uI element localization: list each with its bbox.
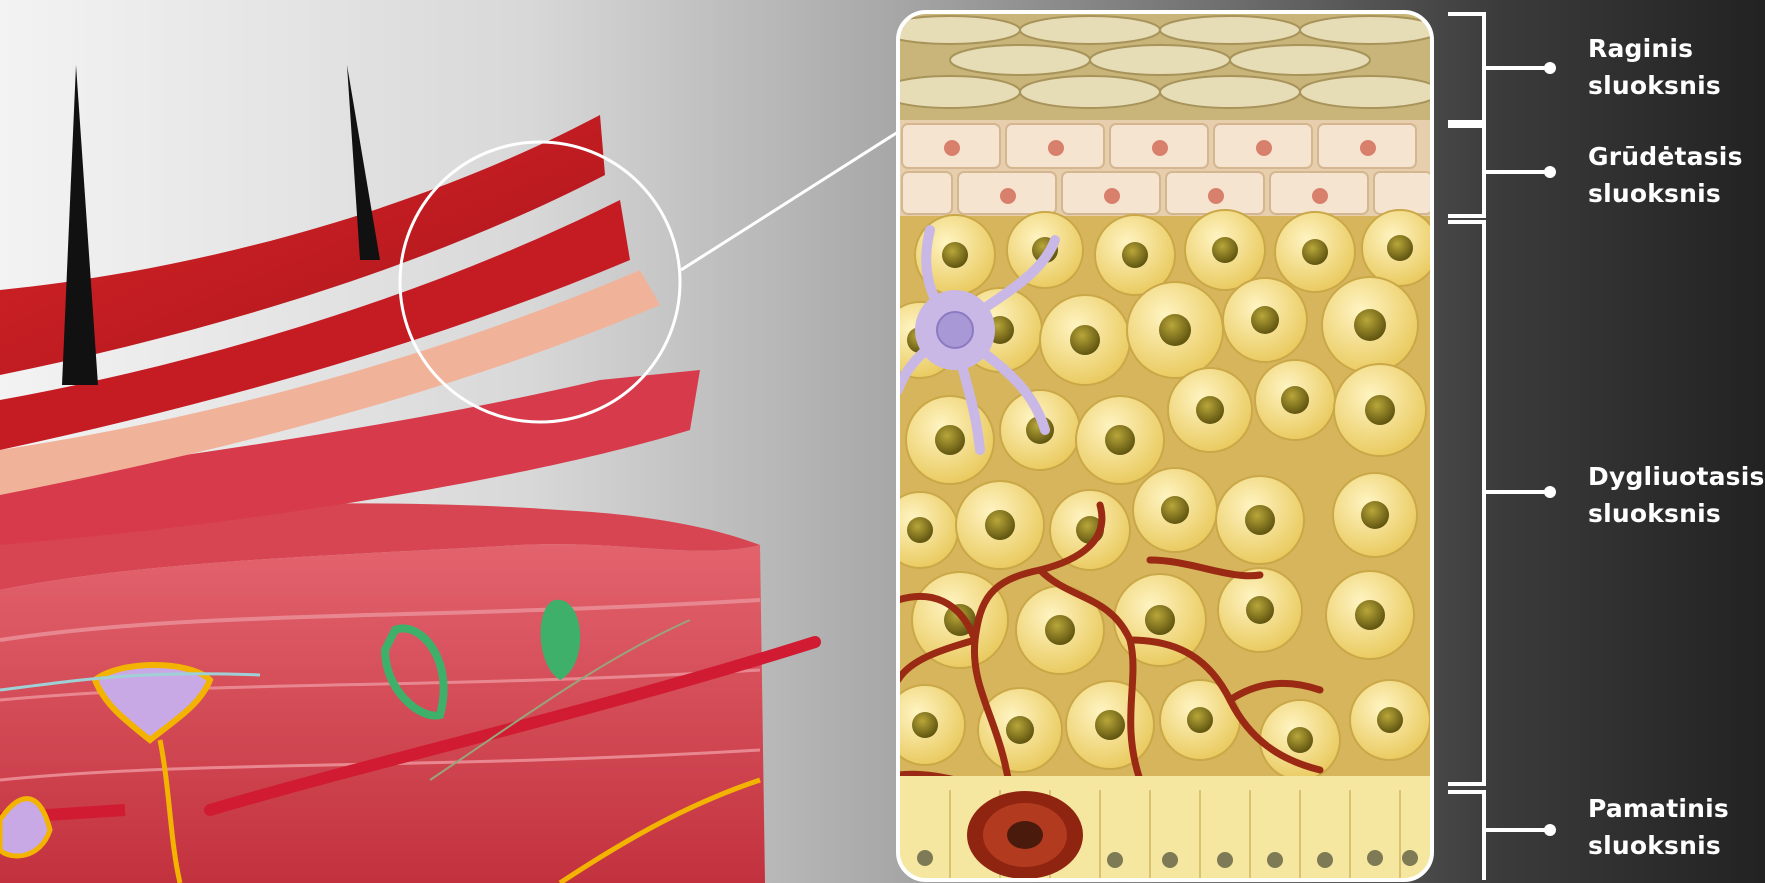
label-line: sluoksnis: [1588, 175, 1743, 212]
basal-layer: [898, 776, 1432, 880]
spinous-layer: [882, 210, 1438, 790]
label-line: sluoksnis: [1588, 495, 1765, 532]
label-line: sluoksnis: [1588, 827, 1729, 864]
bracket-dots: [1544, 62, 1556, 836]
epidermis-panel: [880, 12, 1440, 880]
granular-layer: [898, 120, 1432, 216]
label-dygliuotasis: Dygliuotasis sluoksnis: [1588, 458, 1765, 532]
skin-block: [0, 65, 815, 883]
label-grudetasis: Grūdėtasis sluoksnis: [1588, 138, 1743, 212]
label-line: Raginis: [1588, 30, 1721, 67]
corneum-layer: [880, 12, 1440, 120]
label-pamatinis: Pamatinis sluoksnis: [1588, 790, 1729, 864]
melanocyte: [967, 791, 1083, 879]
label-raginis: Raginis sluoksnis: [1588, 30, 1721, 104]
label-line: sluoksnis: [1588, 67, 1721, 104]
label-line: Dygliuotasis: [1588, 458, 1765, 495]
layer-brackets: [1448, 14, 1548, 880]
label-line: Pamatinis: [1588, 790, 1729, 827]
label-line: Grūdėtasis: [1588, 138, 1743, 175]
